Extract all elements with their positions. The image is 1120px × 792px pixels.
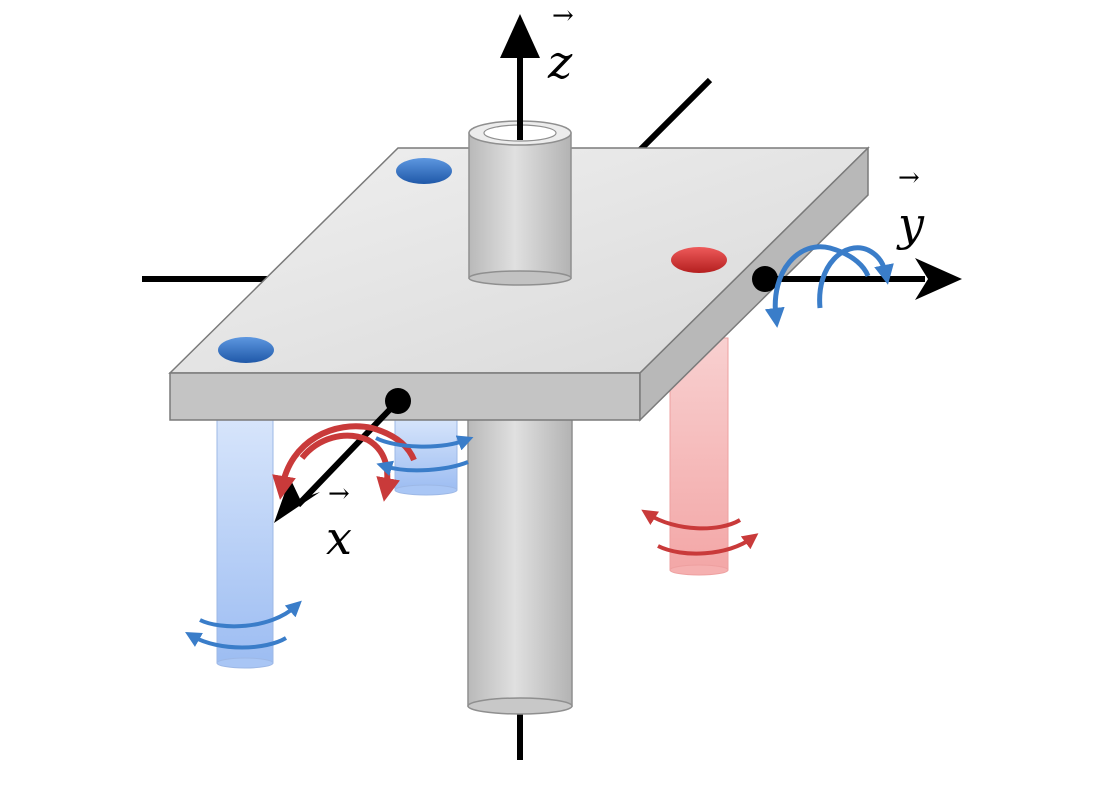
axis-label-z-arrow: → xyxy=(552,1,574,31)
spin-arrow-blue-front-bottom-icon xyxy=(185,632,288,650)
rotation-arrow-y-2-icon xyxy=(817,245,894,309)
spin-arrow-blue-back-bottom-icon xyxy=(376,460,469,476)
axis-arrowhead-z xyxy=(500,14,540,58)
axis-label-y: y xyxy=(896,197,925,251)
post-blue-front xyxy=(216,417,274,669)
axis-arrowhead-x xyxy=(274,478,320,523)
axis-arrowhead-y xyxy=(915,258,962,300)
axis-label-x: x xyxy=(326,511,352,565)
spin-arrow-blue-back-top-icon xyxy=(375,435,474,451)
spin-arrow-blue-front-top-icon xyxy=(199,600,302,629)
blue-marker-back xyxy=(396,158,452,184)
spin-arrow-red-bottom-icon xyxy=(657,533,759,556)
blue-marker-front xyxy=(218,337,274,363)
spin-arrow-red-top-icon xyxy=(641,509,742,531)
pivot-dot-y xyxy=(752,266,778,292)
axis-label-x-arrow: → xyxy=(328,479,350,509)
pivot-dot-x xyxy=(385,388,411,414)
post-gray-center xyxy=(467,417,573,715)
red-marker-right xyxy=(671,247,727,273)
rotation-arrow-y-1-icon xyxy=(764,244,871,328)
post-blue-back xyxy=(394,417,458,496)
axis-line-diagonal-back xyxy=(637,77,713,153)
top-hollow-cylinder xyxy=(468,120,572,286)
axis-label-z: z xyxy=(547,35,573,89)
axis-label-y-arrow: → xyxy=(898,163,920,193)
axis-line-x xyxy=(295,398,401,508)
